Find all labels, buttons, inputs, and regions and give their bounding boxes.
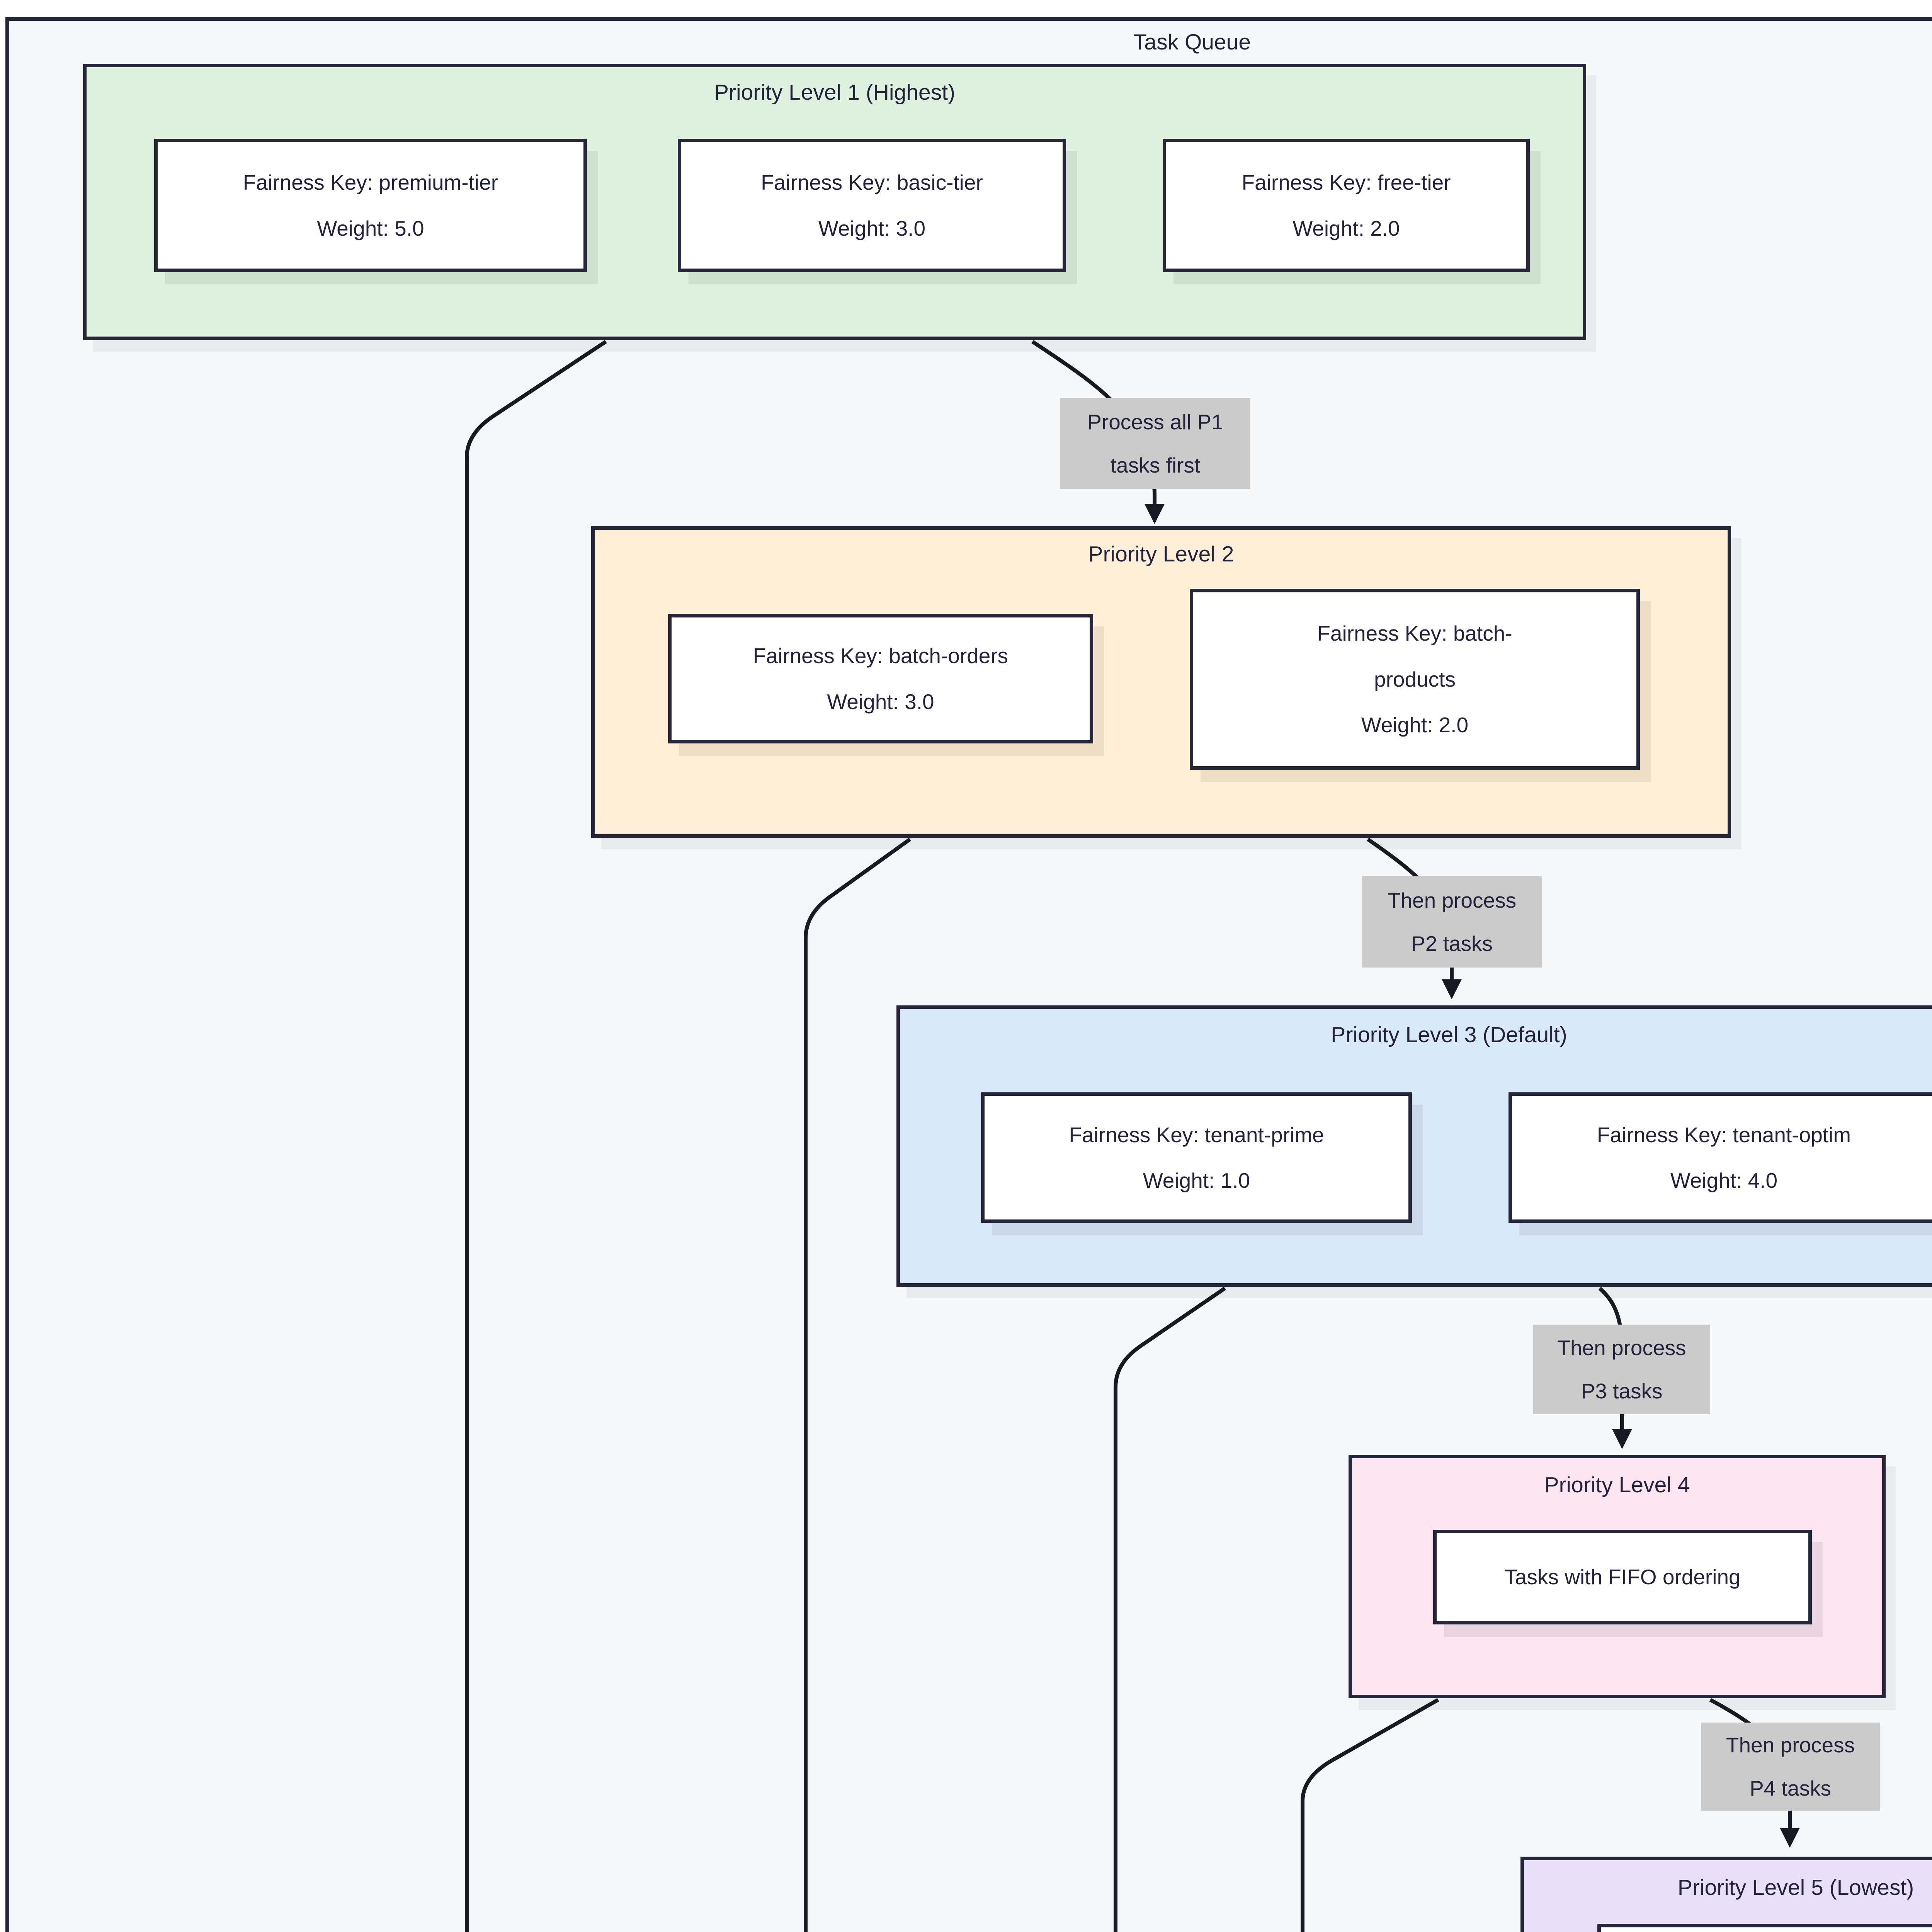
edge-label-line: P4 tasks bbox=[1750, 1776, 1831, 1800]
task-line: Fairness Key: batch- bbox=[1317, 621, 1512, 646]
priority-level-3-group: Priority Level 3 (Default) Fairness Key:… bbox=[896, 1005, 1932, 1287]
priority-level-1-group: Priority Level 1 (Highest) Fairness Key:… bbox=[83, 64, 1586, 340]
priority-level-4-group: Priority Level 4 Tasks with FIFO orderin… bbox=[1349, 1455, 1886, 1698]
task-line: Weight: 2.0 bbox=[1361, 713, 1469, 737]
priority-level-2-title: Priority Level 2 bbox=[1088, 542, 1234, 566]
edge-label-line: Process all P1 bbox=[1087, 410, 1223, 434]
edge-label-process-p4: Then process P4 tasks bbox=[1701, 1723, 1880, 1811]
priority-level-5-group: Priority Level 5 (Lowest) Tasks with FIF… bbox=[1520, 1857, 1932, 1932]
task-line: Weight: 2.0 bbox=[1293, 216, 1400, 240]
priority-level-4-title: Priority Level 4 bbox=[1544, 1473, 1690, 1497]
task-line: Fairness Key: tenant-prime bbox=[1069, 1122, 1324, 1147]
edge-label-process-p1: Process all P1 tasks first bbox=[1060, 398, 1250, 489]
priority-level-2-group: Priority Level 2 Fairness Key: batch-ord… bbox=[591, 526, 1731, 838]
task-line: Fairness Key: tenant-optim bbox=[1597, 1122, 1851, 1147]
task-line: Weight: 3.0 bbox=[827, 689, 934, 714]
edge-label-line: Then process bbox=[1726, 1733, 1855, 1757]
task-tenant-prime: Fairness Key: tenant-prime Weight: 1.0 bbox=[981, 1092, 1412, 1223]
edge-p4-to-workers bbox=[1301, 1698, 1439, 1932]
task-free-tier: Fairness Key: free-tier Weight: 2.0 bbox=[1163, 139, 1530, 272]
task-basic-tier: Fairness Key: basic-tier Weight: 3.0 bbox=[678, 139, 1066, 272]
task-line: Fairness Key: free-tier bbox=[1242, 170, 1451, 194]
task-fifo-p4: Tasks with FIFO ordering bbox=[1433, 1530, 1812, 1624]
priority-level-5-title: Priority Level 5 (Lowest) bbox=[1677, 1875, 1914, 1900]
edge-label-line: P2 tasks bbox=[1411, 932, 1493, 956]
edge-p1-to-workers bbox=[465, 340, 607, 1932]
edge-label-line: P3 tasks bbox=[1581, 1379, 1663, 1403]
edge-label-line: tasks first bbox=[1110, 453, 1201, 477]
task-line: Fairness Key: basic-tier bbox=[761, 170, 983, 194]
edge-label-process-p2: Then process P2 tasks bbox=[1362, 876, 1542, 968]
edge-label-line: Then process bbox=[1557, 1335, 1686, 1360]
task-premium-tier: Fairness Key: premium-tier Weight: 5.0 bbox=[154, 139, 587, 272]
task-tenant-optim: Fairness Key: tenant-optim Weight: 4.0 bbox=[1509, 1092, 1932, 1223]
priority-level-1-title: Priority Level 1 (Highest) bbox=[714, 80, 956, 105]
task-line: Weight: 5.0 bbox=[317, 216, 424, 240]
edge-label-process-p3: Then process P3 tasks bbox=[1533, 1325, 1710, 1414]
task-queue-title: Task Queue bbox=[1133, 30, 1251, 54]
task-line: Tasks with FIFO ordering bbox=[1504, 1565, 1741, 1589]
task-batch-orders: Fairness Key: batch-orders Weight: 3.0 bbox=[668, 614, 1093, 743]
edge-label-line: Then process bbox=[1387, 888, 1517, 912]
edge-p3-to-workers bbox=[1114, 1286, 1226, 1932]
task-line: Fairness Key: batch-orders bbox=[753, 644, 1009, 668]
task-line: Fairness Key: premium-tier bbox=[243, 170, 498, 194]
task-fifo-p5: Tasks with FIFO ordering bbox=[1597, 1924, 1932, 1932]
priority-level-3-title: Priority Level 3 (Default) bbox=[1331, 1022, 1567, 1047]
task-line: Weight: 1.0 bbox=[1143, 1168, 1250, 1192]
task-line: products bbox=[1374, 667, 1456, 691]
task-line: Weight: 3.0 bbox=[818, 216, 926, 240]
edge-p2-to-workers bbox=[804, 837, 911, 1932]
task-batch-products: Fairness Key: batch- products Weight: 2.… bbox=[1190, 589, 1640, 770]
task-line: Weight: 4.0 bbox=[1670, 1168, 1778, 1192]
